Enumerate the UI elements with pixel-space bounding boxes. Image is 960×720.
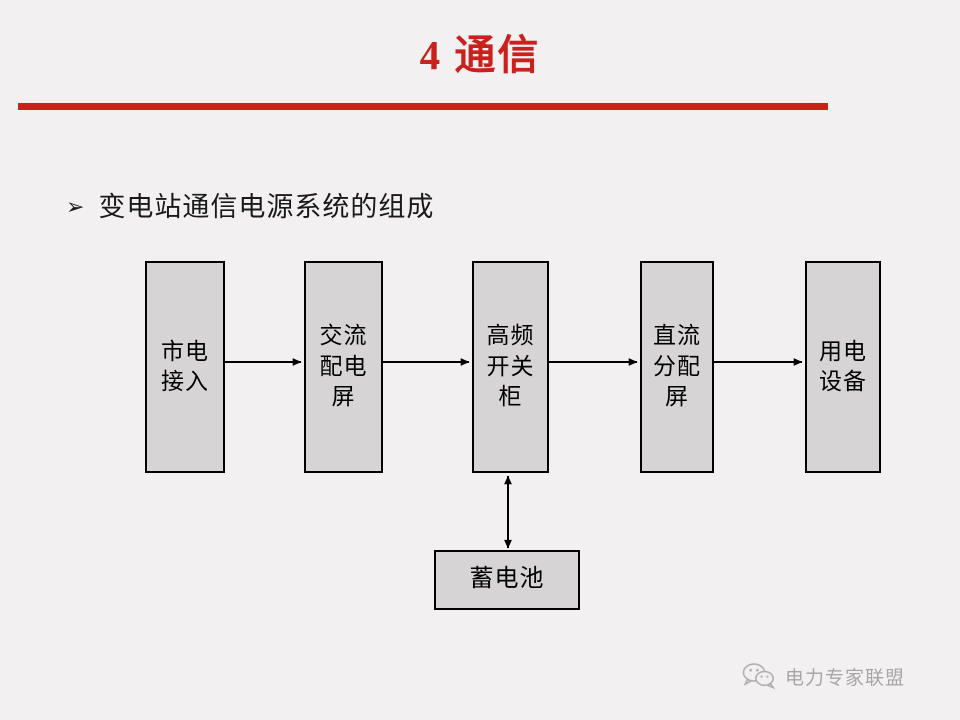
watermark: 电力专家联盟: [742, 662, 905, 690]
flow-node-label: 用电 设备: [819, 338, 867, 394]
title-divider: [18, 103, 828, 110]
wechat-icon: [742, 662, 776, 690]
flow-node-label: 市电 接入: [161, 338, 209, 394]
watermark-label: 电力专家联盟: [785, 667, 906, 689]
flow-node-hf-switch-cabinet[interactable]: 高频 开关 柜: [472, 261, 549, 473]
flow-node-label: 蓄电池: [469, 566, 545, 593]
page-title: 4 通信: [419, 32, 541, 78]
flow-node-battery[interactable]: 蓄电池: [434, 550, 580, 610]
flow-node-load-equipment[interactable]: 用电 设备: [805, 261, 881, 473]
flow-node-mains-input[interactable]: 市电 接入: [145, 261, 225, 473]
bullet-arrow-icon: ➢: [66, 194, 85, 220]
flow-node-label: 高频 开关 柜: [486, 323, 535, 410]
section-heading: ➢ 变电站通信电源系统的组成: [66, 192, 434, 223]
section-heading-label: 变电站通信电源系统的组成: [98, 192, 435, 222]
flow-node-label: 直流 分配 屏: [653, 323, 701, 410]
flow-node-label: 交流 配电 屏: [319, 323, 368, 410]
flow-node-dc-distribution[interactable]: 直流 分配 屏: [640, 261, 714, 473]
wechat-icon-glyph: [742, 663, 776, 690]
flow-node-ac-distribution[interactable]: 交流 配电 屏: [304, 261, 383, 473]
